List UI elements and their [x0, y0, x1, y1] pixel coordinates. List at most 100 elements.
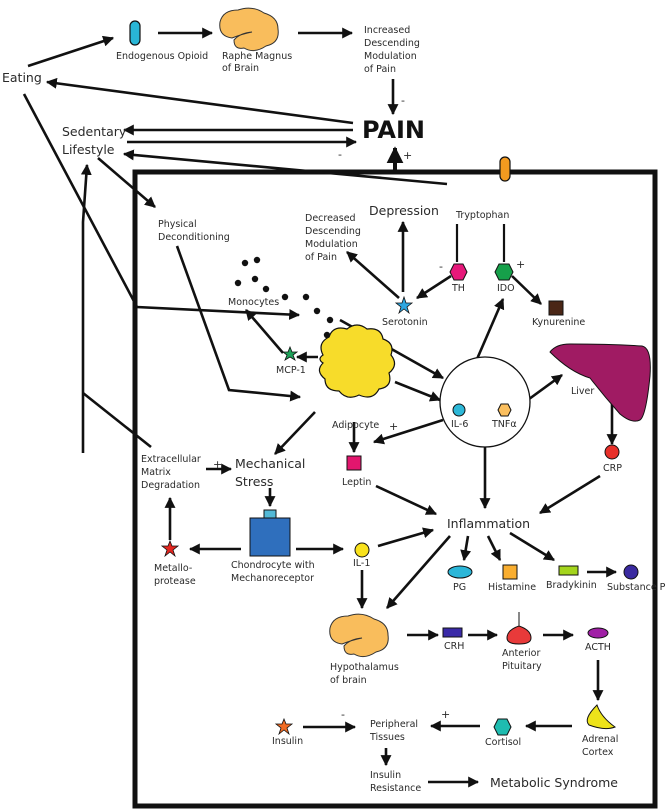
edge-adipocyte-il6	[394, 380, 442, 402]
acth-label: ACTH	[585, 642, 611, 653]
histamine-label: Histamine	[488, 582, 536, 593]
resistance-label-2: Resistance	[370, 783, 421, 794]
edges	[22, 27, 448, 453]
chondrocyte-label-2: Mechanoreceptor	[231, 573, 314, 584]
pituitary-label-1: Anterior	[502, 648, 540, 659]
node-shapes	[129, 7, 651, 736]
mcp1-label: MCP-1	[276, 365, 306, 376]
il1-circle	[354, 542, 370, 558]
liver-label: Liver	[571, 386, 594, 397]
insulin-star	[274, 717, 294, 736]
kynurenine-square	[548, 300, 564, 316]
tryptophan-shape	[499, 156, 511, 182]
sign-th: -	[439, 260, 443, 273]
il1-label: IL-1	[353, 558, 370, 569]
ecm-label-3: Degradation	[141, 480, 200, 491]
sign-ecm-mech: +	[213, 458, 222, 471]
chondrocyte-shape	[249, 517, 291, 557]
sign-ido: +	[516, 258, 525, 271]
metallo-label-2: protease	[154, 576, 196, 587]
depression-label: Depression	[369, 203, 439, 218]
sedentary-label-2: Lifestyle	[62, 142, 115, 157]
endogenous-opioid-text: Endogenous Opioid	[116, 51, 208, 62]
edge-leptin-inflammation	[375, 484, 437, 516]
increased-label-4: of Pain	[364, 64, 396, 75]
adipocyte-shape	[318, 324, 396, 398]
sign-box-pain: +	[403, 149, 412, 162]
hypothalamus-label-2: of brain	[330, 675, 367, 686]
signs: - + - - + + + - +	[213, 94, 525, 721]
edge-deconditioning-adipocyte	[175, 245, 302, 402]
acth-ellipse	[587, 627, 609, 639]
decreased-label-1: Decreased	[305, 213, 356, 224]
substance-p-label: Substance P	[607, 582, 666, 593]
crh-rectangle	[442, 627, 463, 638]
sign-il6-leptin: +	[389, 420, 398, 433]
liver-shape	[549, 343, 651, 422]
metabolic-syndrome-label: Metabolic Syndrome	[490, 775, 618, 790]
tryptophan-label: Tryptophan	[455, 210, 509, 221]
decreased-label-4: of Pain	[305, 252, 337, 263]
ido-hexagon	[494, 263, 514, 281]
adrenal-label-1: Adrenal	[582, 734, 618, 745]
increased-label-1: Increased	[364, 25, 410, 36]
edge-eating-opioid	[27, 35, 115, 68]
anterior-pituitary-shape	[506, 612, 532, 645]
edge-pain-eating	[45, 77, 354, 125]
crp-circle	[604, 444, 620, 460]
mech-stress-label-1: Mechanical	[235, 456, 305, 471]
increased-label-2: Descending	[364, 38, 420, 49]
serotonin-star	[394, 295, 414, 315]
labels: Eating Endogenous Opioid Raphe Magnus of…	[2, 25, 666, 794]
substance-p-circle	[623, 564, 639, 580]
sign-modulation-pain: -	[401, 94, 405, 107]
increased-label-3: Modulation	[364, 51, 417, 62]
resistance-label-1: Insulin	[370, 770, 401, 781]
tnfa-hexagon	[497, 403, 512, 417]
ido-label: IDO	[497, 283, 515, 294]
pain-label: PAIN	[362, 116, 425, 144]
metallo-label-1: Metallo-	[154, 563, 192, 574]
il6-label: IL-6	[451, 419, 468, 430]
mcp1-star	[281, 345, 299, 361]
sign-cortisol-peripheral: +	[441, 708, 450, 721]
edge-ecm-sedentary	[80, 163, 92, 453]
il6-circle	[452, 403, 466, 417]
edge-sedentary-deconditioning	[97, 157, 156, 208]
decreased-label-3: Modulation	[305, 239, 358, 250]
edge-inflammation-histamine	[486, 535, 502, 561]
raphe-magnus-brain-shape	[219, 7, 279, 52]
leptin-square	[346, 455, 362, 471]
pg-ellipse	[447, 565, 473, 579]
hypothalamus-shape	[329, 613, 389, 658]
bradykinin-label: Bradykinin	[546, 580, 597, 591]
hypothalamus-label-1: Hypothalamus	[330, 662, 399, 673]
endogenous-label: Endogenous Opioid	[116, 51, 208, 62]
raphe-label-2: of Brain	[222, 63, 259, 74]
pituitary-label-2: Pituitary	[502, 661, 542, 672]
th-hexagon	[449, 263, 468, 281]
endogenous-opioid-shape	[129, 20, 141, 46]
bradykinin-rectangle	[558, 565, 579, 576]
decreased-label-2: Descending	[305, 226, 361, 237]
inner-edges	[164, 220, 618, 788]
edge-inflammation-bradykinin	[509, 531, 555, 562]
sign-insulin-peripheral: -	[341, 708, 345, 721]
deconditioning-label-2: Deconditioning	[158, 232, 230, 243]
tnfa-label: TNFα	[491, 419, 517, 430]
edge-inflammation-hypothalamus	[386, 535, 451, 609]
deconditioning-label-1: Physical	[158, 219, 197, 230]
serotonin-label: Serotonin	[382, 317, 428, 328]
histamine-square	[502, 564, 518, 580]
edge-ido-kynurenine	[511, 275, 542, 305]
inflammation-label: Inflammation	[447, 516, 530, 531]
cortisol-label: Cortisol	[485, 737, 521, 748]
monocyte-dots	[234, 256, 334, 339]
adipocyte-label: Adipocyte	[332, 420, 379, 431]
leptin-label: Leptin	[342, 477, 371, 488]
edge-il6-leptin	[372, 418, 444, 445]
edge-circle-liver	[524, 373, 563, 404]
edge-il1-inflammation	[377, 527, 435, 548]
eating-label: Eating	[2, 70, 42, 85]
